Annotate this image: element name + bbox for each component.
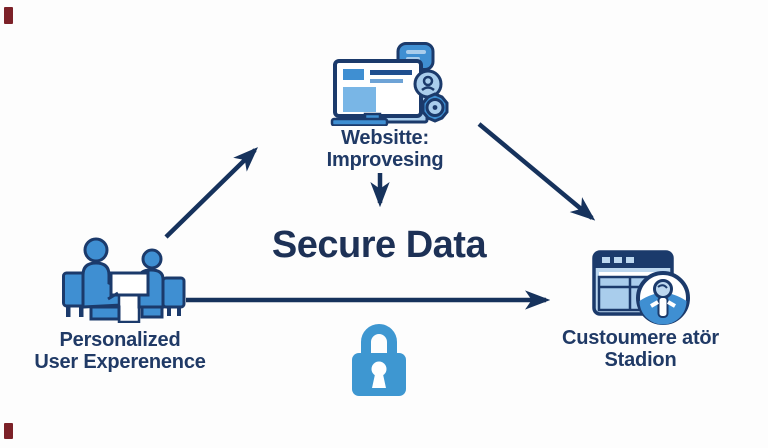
lock-node [340, 318, 418, 398]
personalized-node [62, 237, 188, 323]
corner-mark-bottom-left [4, 423, 13, 439]
website-label-line1: Websitte: [341, 127, 429, 149]
personalized-node-label: Personalized User Experenence [20, 329, 220, 373]
customer-node-label: Custoumere atör Stadion [543, 327, 738, 371]
lock-icon [352, 324, 406, 396]
website-node [329, 42, 455, 126]
people-collaboration-icon [62, 237, 186, 323]
website-node-label: Websitte: Improvesing [295, 127, 475, 171]
personalized-label-line1: Personalized [59, 329, 181, 351]
customer-label-line2: Stadion [604, 349, 677, 371]
arrow-website-to-customer [477, 122, 596, 221]
customer-label-line1: Custoumere atör [561, 327, 720, 349]
secure-data-title: Secure Data [271, 224, 487, 266]
personalized-label-line2: User Experenence [34, 351, 206, 373]
website-label-line2: Improvesing [326, 149, 444, 171]
website-monitor-icon [330, 42, 449, 126]
corner-mark-top-left [4, 7, 13, 24]
customer-node [592, 246, 698, 330]
browser-customer-icon [592, 250, 690, 325]
arrow-personalized-to-website [164, 147, 259, 239]
